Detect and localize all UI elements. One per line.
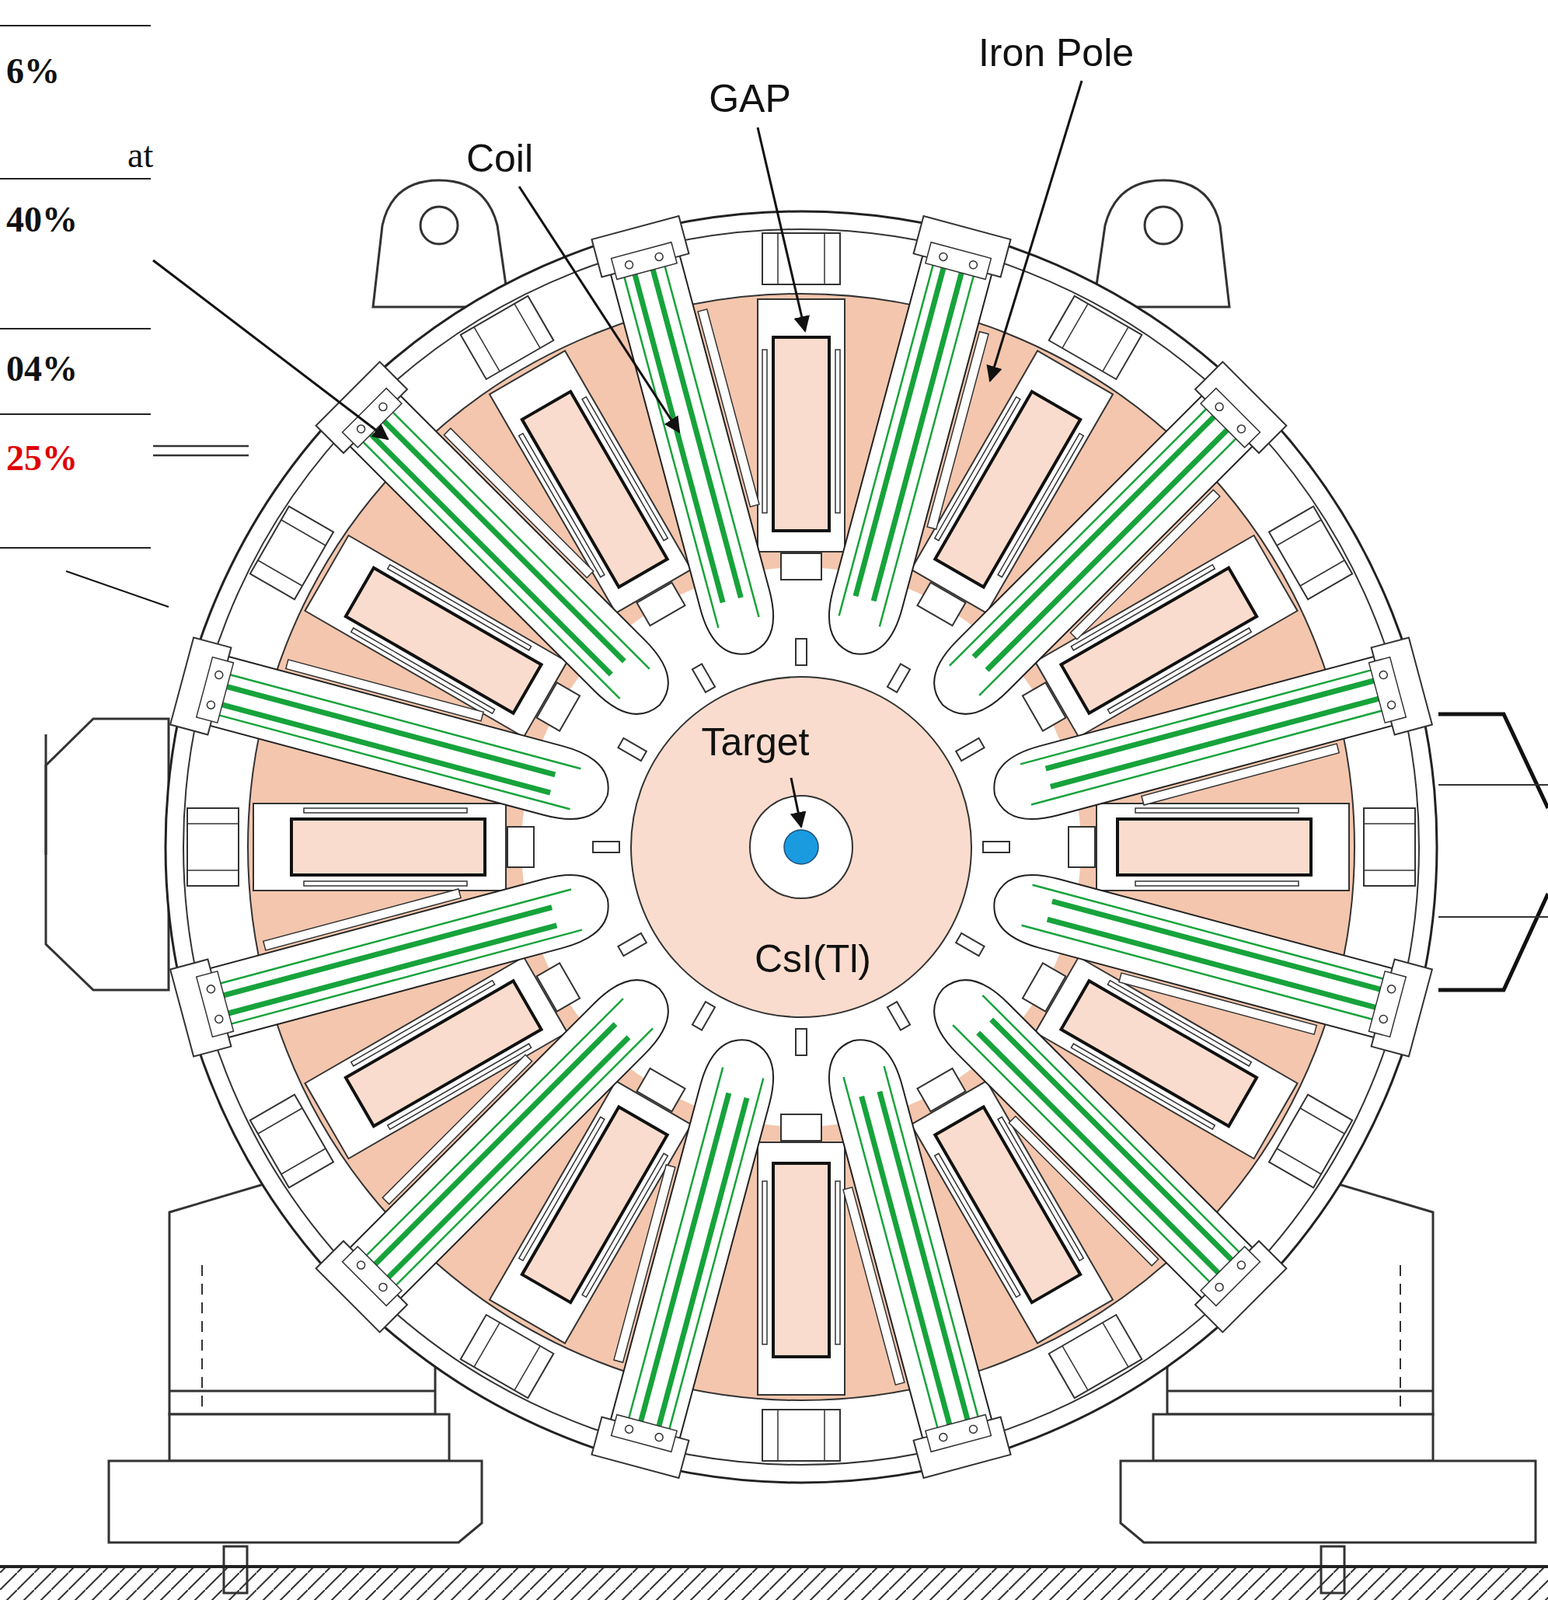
leader-lines xyxy=(66,80,1082,607)
table-cell: 6% xyxy=(6,52,60,92)
table-cell: 40% xyxy=(6,200,78,241)
csi-calorimeter xyxy=(631,676,972,1018)
ground xyxy=(0,1566,1548,1600)
target-dot xyxy=(784,829,819,865)
table-cell: 25% xyxy=(6,439,78,479)
cable-bar xyxy=(153,446,249,456)
table-lines xyxy=(0,25,151,548)
table-cell: 04% xyxy=(6,349,78,390)
table-cell: at xyxy=(127,135,154,176)
target-label: Target xyxy=(701,721,810,764)
crystal-circle: TargetCsI(Tl) xyxy=(629,675,973,1019)
part-label: Iron Pole xyxy=(978,31,1134,75)
magnet-yoke xyxy=(165,211,1437,1483)
target-hole xyxy=(749,795,853,899)
leader-line xyxy=(791,777,802,827)
gap-sectors xyxy=(187,233,1416,1461)
part-label: Coil xyxy=(466,137,534,181)
part-label: GAP xyxy=(708,77,792,121)
coils xyxy=(169,215,1433,1479)
crystal-label: CsI(Tl) xyxy=(754,937,872,981)
